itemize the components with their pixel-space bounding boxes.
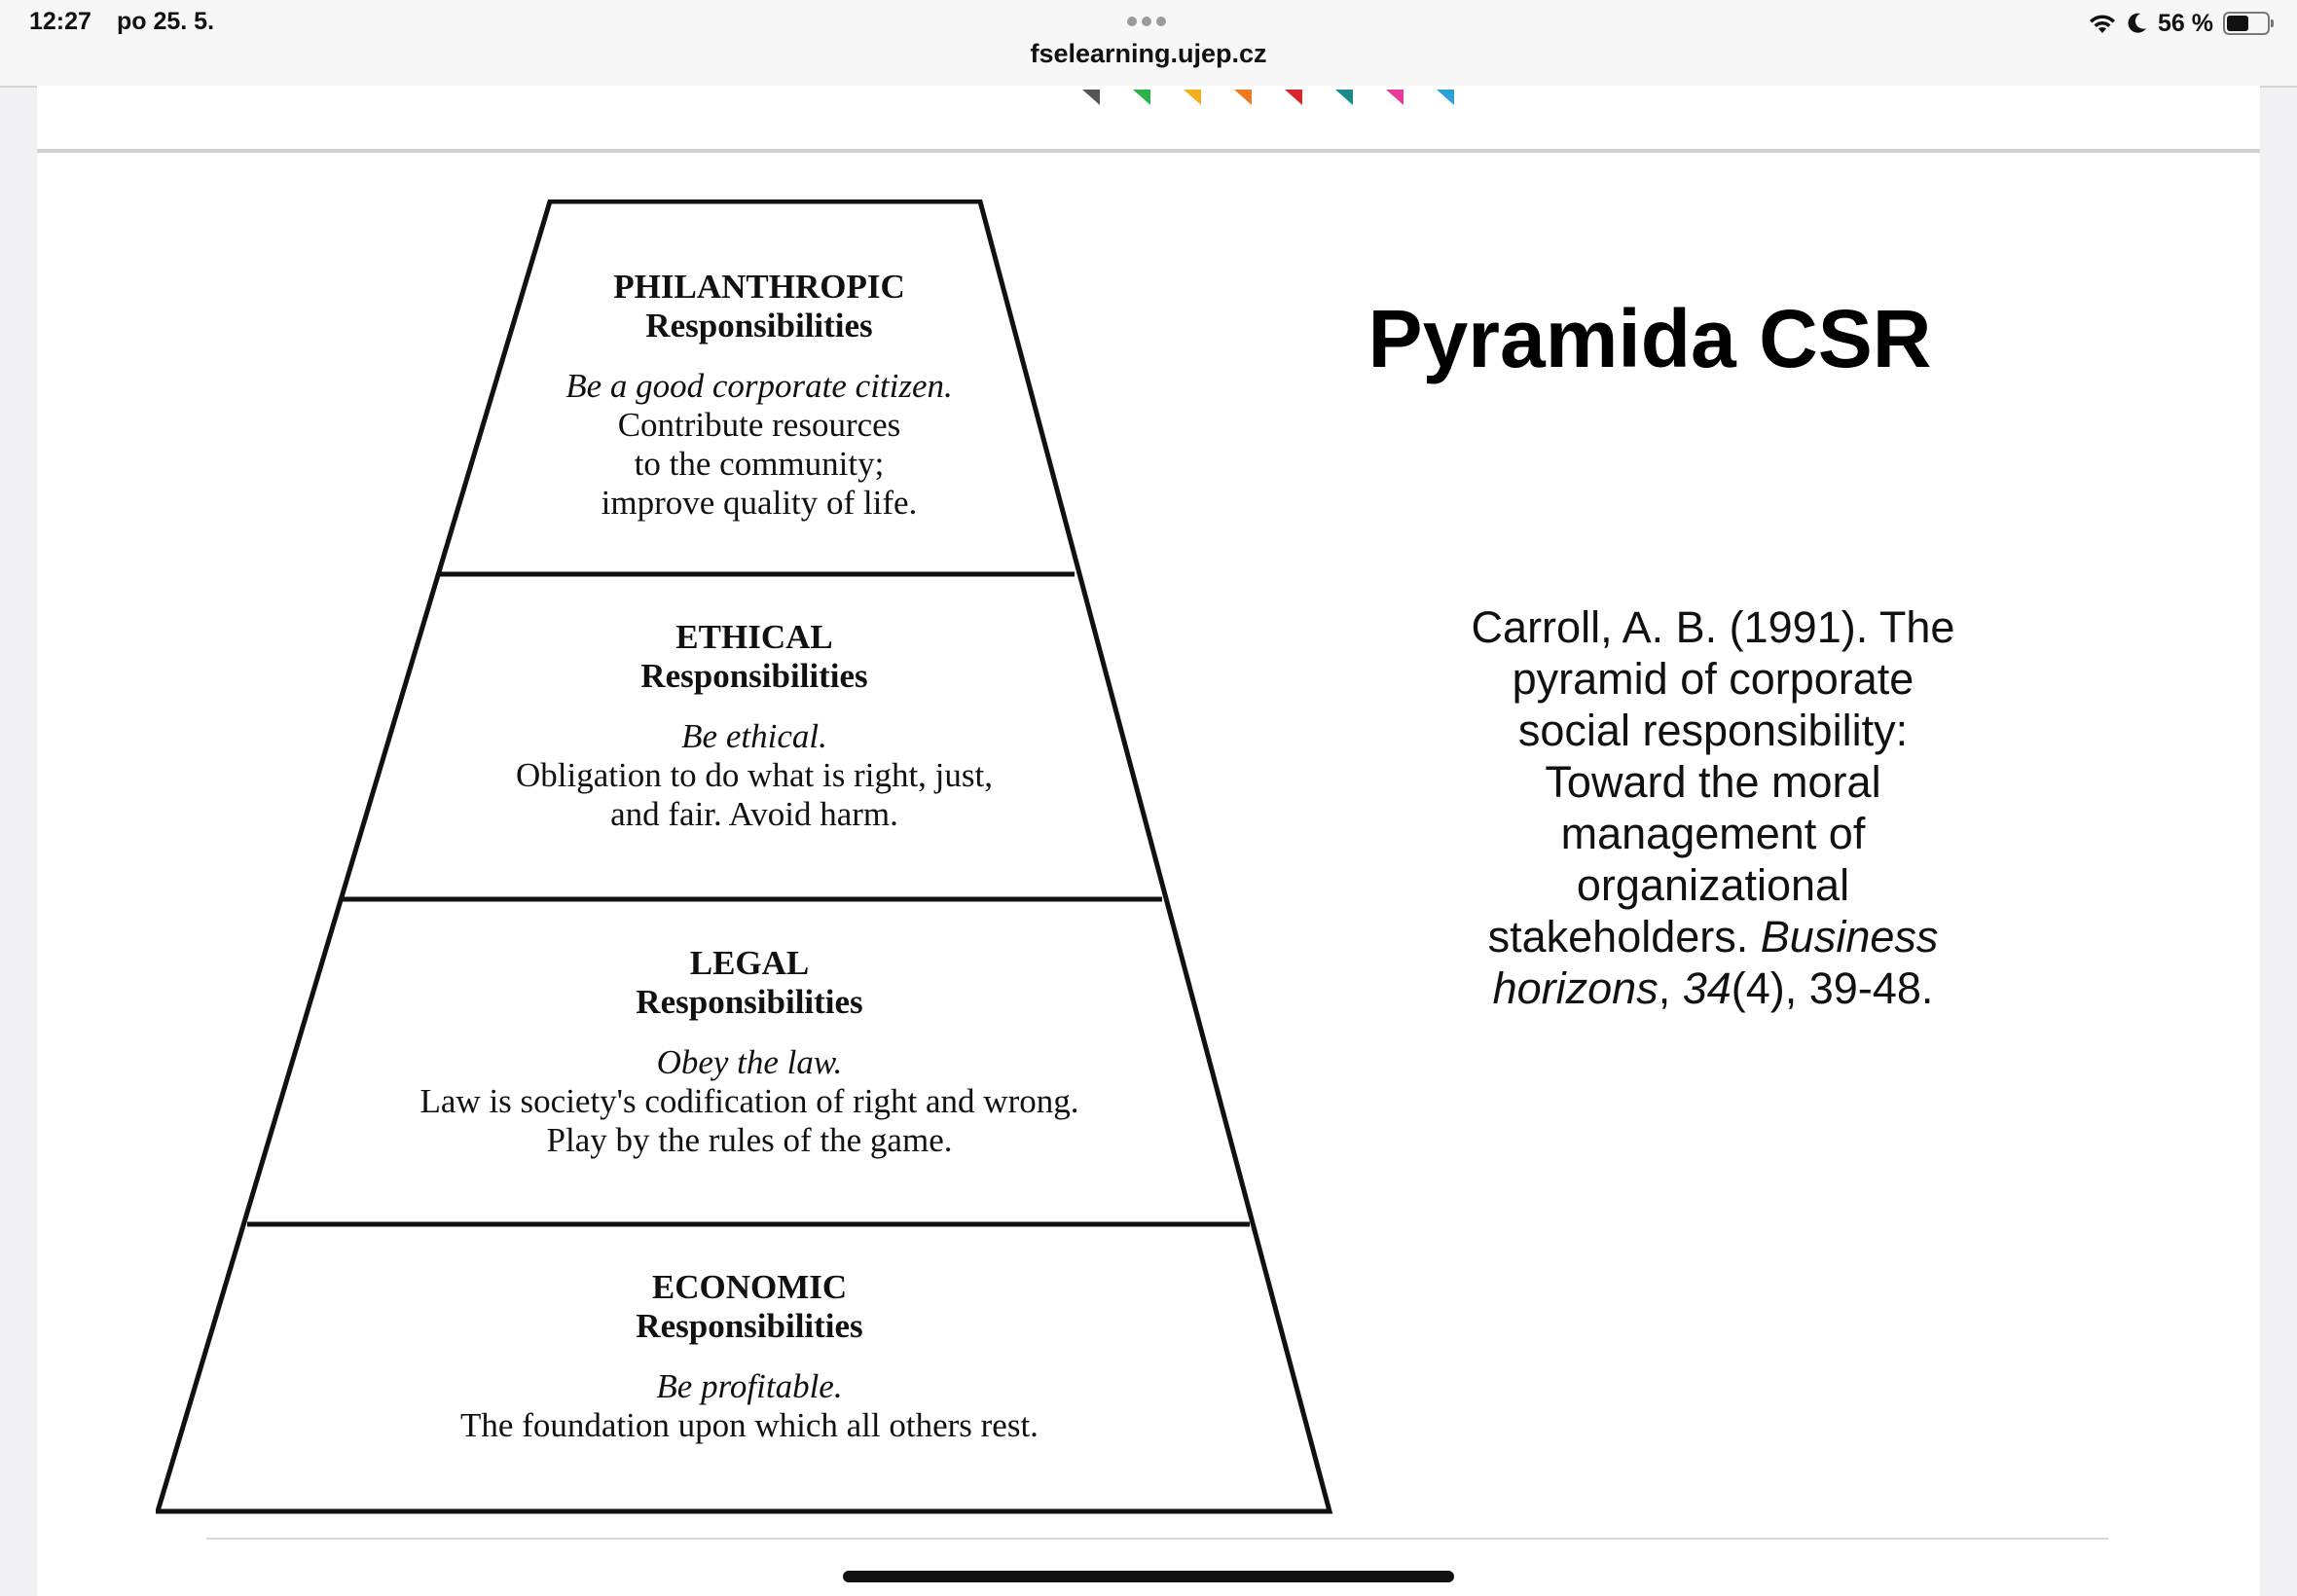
csr-pyramid: PHILANTHROPIC Responsibilities Be a good…	[154, 199, 1333, 1515]
decor-flag	[1335, 90, 1353, 105]
battery-percent: 56 %	[2158, 9, 2213, 37]
tier-motto: Be a good corporate citizen.	[565, 367, 953, 405]
address-bar-url[interactable]: fselearning.ujep.cz	[1030, 39, 1267, 68]
citation-volume: 34	[1682, 963, 1732, 1013]
citation-issue-pages: (4), 39-48.	[1731, 963, 1934, 1013]
tier-description: Contribute resources to the community; i…	[601, 406, 918, 522]
pyramid-tier-legal: LEGAL Responsibilities Obey the law. Law…	[263, 944, 1236, 1160]
decor-flag	[1234, 90, 1252, 105]
decor-flag	[1285, 90, 1302, 105]
decor-flag	[1082, 90, 1100, 105]
browser-top-bar: 12:27 po 25. 5. fselearning.ujep.cz 56 %	[0, 0, 2297, 88]
tier-subtitle: Responsibilities	[640, 657, 868, 695]
citation-text: Carroll, A. B. (1991). The pyramid of co…	[1471, 602, 1955, 961]
decor-flag	[1386, 90, 1404, 105]
decor-flag	[1133, 90, 1150, 105]
tier-description: The foundation upon which all others res…	[460, 1406, 1039, 1444]
header-divider	[37, 149, 2260, 153]
tier-motto: Obey the law.	[656, 1043, 843, 1081]
tier-title: ETHICAL	[675, 618, 833, 656]
tier-subtitle: Responsibilities	[645, 307, 873, 345]
pyramid-tier-economic: ECONOMIC Responsibilities Be profitable.…	[263, 1268, 1236, 1445]
moon-icon	[2128, 13, 2147, 33]
decor-flags	[1082, 90, 1454, 105]
status-time: 12:27	[29, 8, 91, 35]
citation-journal: Business horizons	[1492, 912, 1939, 1013]
status-date: po 25. 5.	[117, 8, 215, 35]
home-indicator[interactable]	[843, 1571, 1454, 1582]
pyramid-tier-ethical: ETHICAL Responsibilities Be ethical. Obl…	[350, 618, 1158, 834]
tier-motto: Be ethical.	[681, 717, 827, 755]
status-indicators: 56 %	[2088, 6, 2274, 41]
wifi-icon	[2090, 15, 2116, 33]
decor-flag	[1184, 90, 1201, 105]
battery-icon	[2223, 12, 2274, 35]
tier-description: Law is society's codification of right a…	[419, 1082, 1079, 1159]
tier-subtitle: Responsibilities	[636, 983, 863, 1021]
decor-flag	[1437, 90, 1454, 105]
citation: Carroll, A. B. (1991). The pyramid of co…	[1460, 601, 1966, 1014]
pyramid-outline	[154, 199, 1333, 1514]
tier-title: ECONOMIC	[651, 1268, 848, 1306]
tier-title: LEGAL	[689, 944, 810, 982]
tier-title: PHILANTHROPIC	[613, 268, 905, 306]
pyramid-tier-philanthropic: PHILANTHROPIC Responsibilities Be a good…	[448, 268, 1071, 523]
tab-overflow-dots-icon[interactable]	[1127, 14, 1172, 27]
citation-separator: ,	[1658, 963, 1683, 1013]
tier-description: Obligation to do what is right, just, an…	[516, 756, 993, 833]
footer-divider	[206, 1538, 2108, 1540]
tier-motto: Be profitable.	[656, 1367, 843, 1405]
slide-title: Pyramida CSR	[1367, 293, 1932, 384]
tier-subtitle: Responsibilities	[636, 1307, 863, 1345]
